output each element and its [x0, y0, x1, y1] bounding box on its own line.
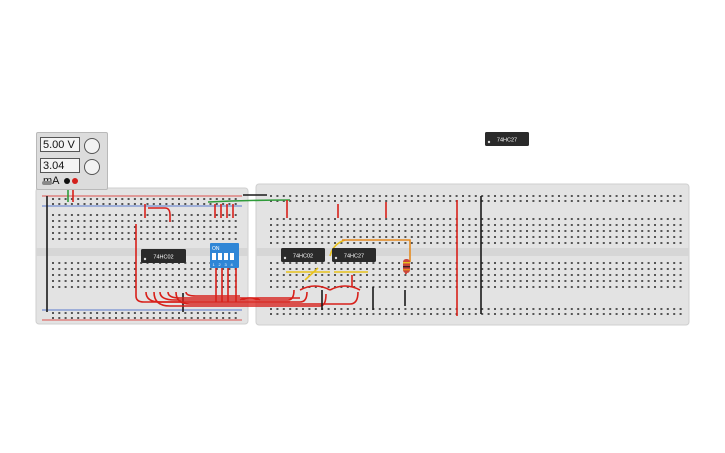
dip-number: 1 [213, 262, 216, 267]
current-knob[interactable] [84, 159, 100, 175]
black-wires[interactable] [321, 196, 482, 314]
chip-74hc27-center[interactable]: 74HC27 [332, 248, 376, 262]
dip-toggle-3[interactable] [224, 253, 228, 260]
negative-terminal[interactable] [64, 178, 70, 184]
dip-switch[interactable]: ON 1 2 3 4 [210, 243, 239, 268]
chip-label: 74HC27 [497, 138, 517, 144]
power-toggle[interactable] [42, 181, 52, 185]
chip-label: 74HC02 [293, 254, 313, 260]
breadboard-holes[interactable] [270, 195, 682, 315]
breadboard-holes[interactable] [52, 198, 237, 319]
dip-number: 2 [219, 262, 222, 267]
chip-74hc02-center[interactable]: 74HC02 [281, 248, 325, 262]
chip-74hc27-floating[interactable]: 74HC27 [485, 132, 529, 146]
dip-toggle-4[interactable] [230, 253, 234, 260]
voltage-display: 5.00 V [40, 137, 80, 152]
chip-label: 74HC27 [344, 254, 364, 260]
breadboard-right[interactable] [255, 183, 690, 326]
dip-number: 3 [225, 262, 228, 267]
yellow-wires[interactable] [286, 239, 368, 281]
dip-on-label: ON [212, 246, 220, 252]
red-wires[interactable] [72, 184, 458, 316]
dip-toggle-1[interactable] [212, 253, 216, 260]
orange-wire[interactable] [342, 239, 411, 262]
dip-toggle-2[interactable] [218, 253, 222, 260]
resistor[interactable] [403, 259, 410, 273]
voltage-knob[interactable] [84, 138, 100, 154]
chip-74hc02-left[interactable]: 74HC02 [141, 249, 186, 263]
dip-number: 4 [231, 262, 234, 267]
current-display: 3.04 mA [40, 158, 80, 187]
power-supply[interactable]: 5.00 V 3.04 mA [36, 132, 108, 190]
positive-terminal[interactable] [72, 178, 78, 184]
chip-label: 74HC02 [153, 255, 173, 261]
